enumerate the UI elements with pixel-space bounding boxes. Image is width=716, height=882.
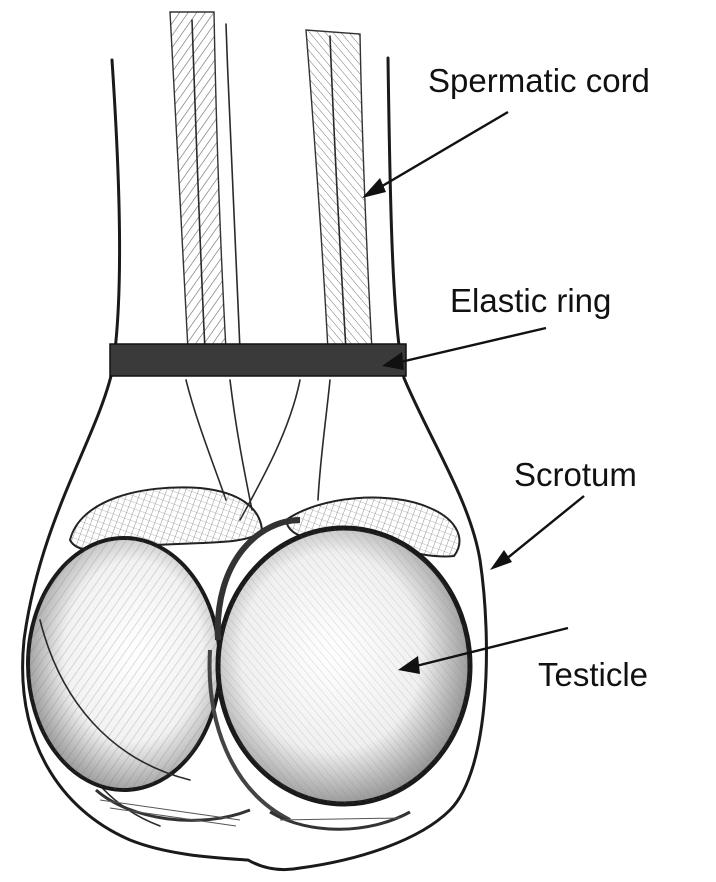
left-spermatic-cord xyxy=(170,12,252,510)
label-testicle: Testicle xyxy=(538,656,648,693)
right-testicle xyxy=(210,520,470,820)
right-spermatic-cord xyxy=(240,30,372,520)
elastic-ring-band xyxy=(110,344,406,376)
arrow-spermatic-cord xyxy=(362,112,508,198)
label-spermatic-cord: Spermatic cord xyxy=(428,62,650,99)
left-testicle xyxy=(28,538,220,790)
label-scrotum: Scrotum xyxy=(514,456,637,493)
arrow-scrotum xyxy=(490,496,584,570)
label-elastic-ring: Elastic ring xyxy=(450,282,611,319)
